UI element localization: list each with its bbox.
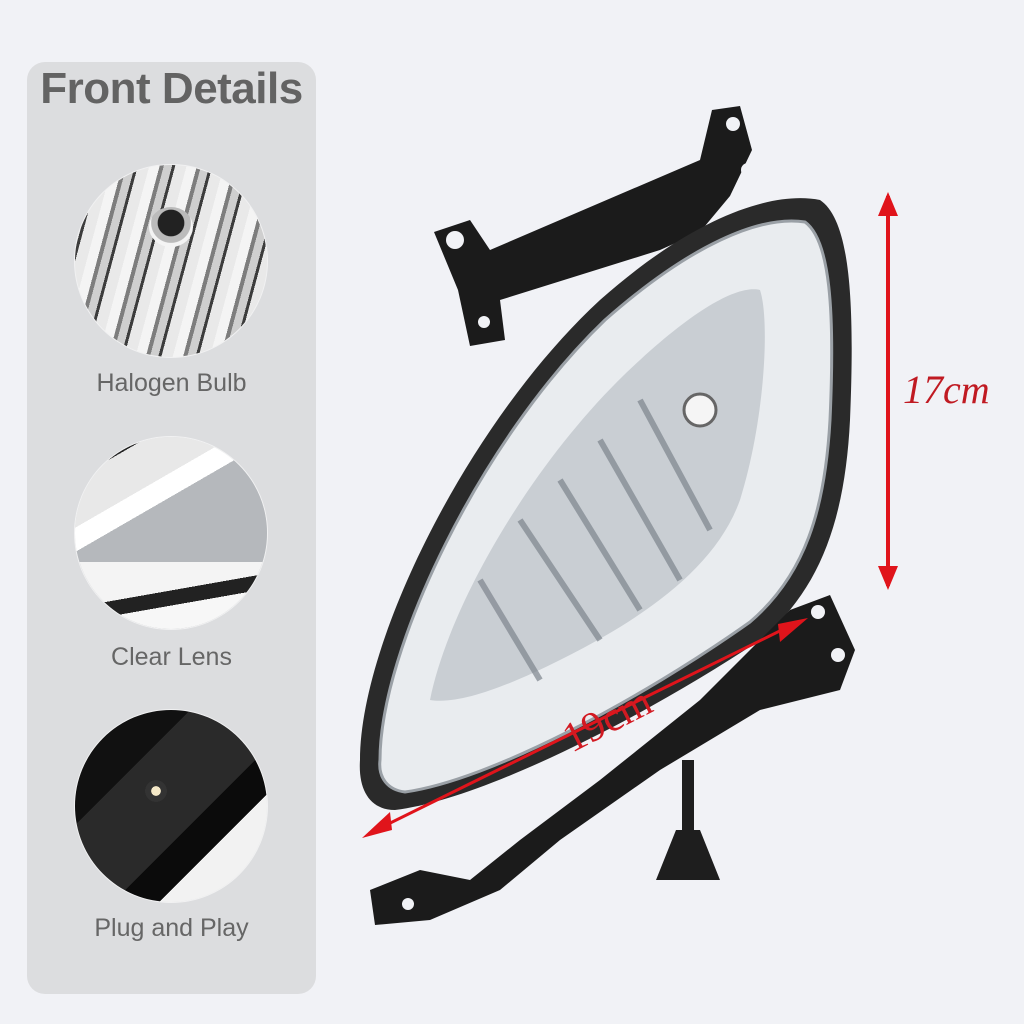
fog-lamp-image [359, 106, 855, 925]
height-dimension-label: 17cm [903, 367, 990, 412]
clear-lens-image [75, 437, 267, 629]
height-dimension-arrow [878, 192, 898, 590]
width-dimension-arrow [362, 618, 808, 838]
plug-connector-image [75, 710, 267, 902]
panel-title: Front Details [40, 64, 303, 113]
bulb [682, 392, 718, 428]
feature-label: Halogen Bulb [96, 369, 247, 397]
front-details-panel: Front Details Halogen Bulb Clear Lens Pl… [27, 62, 316, 994]
feature-label: Clear Lens [111, 643, 232, 671]
feature-plug-and-play: Plug and Play [27, 710, 316, 970]
feature-label: Plug and Play [94, 914, 249, 942]
reflector-facets [477, 398, 713, 682]
display-stand [656, 760, 720, 880]
bottom-mounting-bracket [370, 595, 855, 925]
halogen-bulb-image [75, 165, 267, 357]
top-mounting-bracket [434, 106, 755, 346]
feature-clear-lens: Clear Lens [27, 437, 316, 677]
feature-halogen-bulb: Halogen Bulb [27, 165, 316, 405]
